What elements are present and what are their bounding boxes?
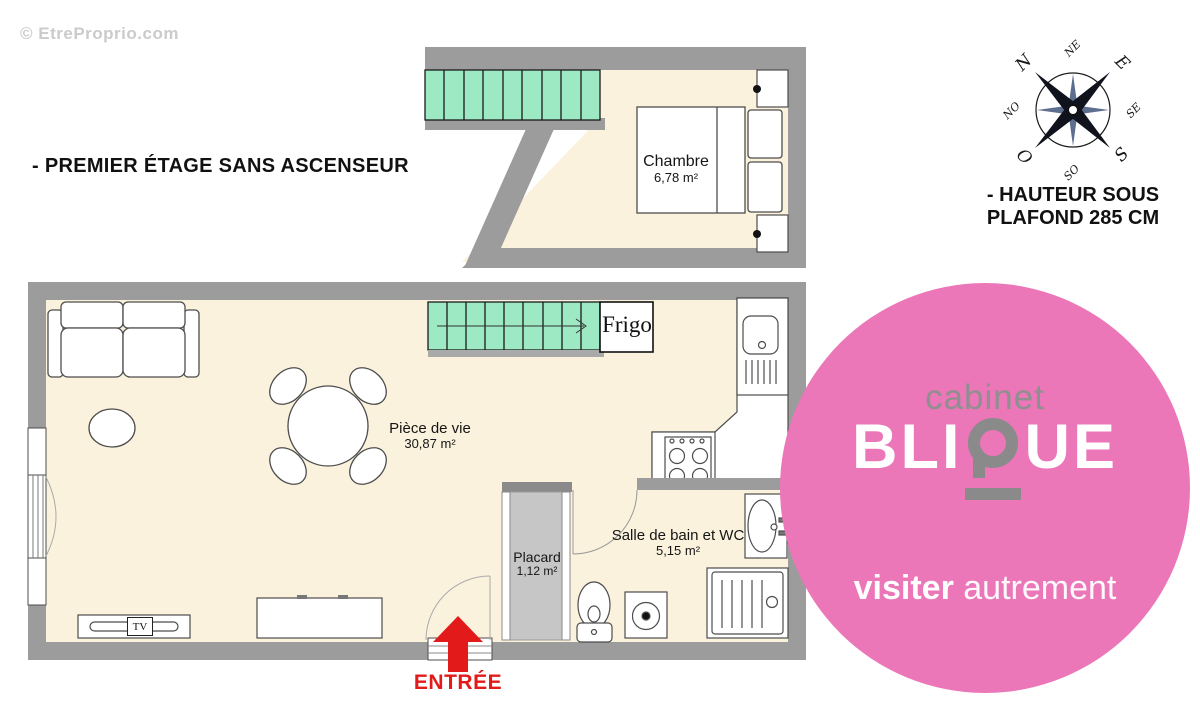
room-label-salle-de-bain: Salle de bain et WC 5,15 m² xyxy=(612,527,745,559)
wall-bathroom-top xyxy=(637,478,788,490)
fridge-label: Frigo xyxy=(602,312,652,337)
sofa xyxy=(47,301,200,378)
room-area: 6,78 m² xyxy=(653,170,699,186)
agency-logo: cabinet BLI UE visiter autrement xyxy=(780,283,1190,693)
wall-bottom-upper xyxy=(462,248,806,268)
washing-machine xyxy=(624,591,668,639)
sideboard xyxy=(256,595,383,639)
watermark: © EtreProprio.com xyxy=(20,24,179,43)
bed xyxy=(636,106,783,214)
logo-tagline: visiter autrement xyxy=(854,569,1117,608)
room-area: 1,12 m² xyxy=(516,564,558,579)
room-name: Salle de bain et WC xyxy=(611,527,745,544)
compass-ne: NE xyxy=(1061,38,1083,60)
logo-tagline-light: autrement xyxy=(963,569,1117,607)
room-label-placard: Placard 1,12 m² xyxy=(513,549,560,579)
lower-floor-plan xyxy=(27,282,806,672)
dining-table-and-chairs xyxy=(269,367,387,485)
entrance-arrow-icon xyxy=(433,616,483,672)
living-room-window xyxy=(27,427,57,606)
fridge xyxy=(599,301,654,353)
wall-top-upper xyxy=(425,47,806,70)
entrance-label: ENTRÉE xyxy=(413,671,503,694)
compass-e: E xyxy=(1110,51,1134,75)
room-name: Chambre xyxy=(643,153,709,170)
compass-so: SO xyxy=(1061,162,1082,183)
logo-brand-name: BLI UE xyxy=(852,416,1118,512)
coffee-table xyxy=(88,408,136,448)
toilet xyxy=(576,581,613,643)
room-name: Pièce de vie xyxy=(389,420,471,437)
shower xyxy=(706,567,789,639)
stairs-lower-edge xyxy=(428,350,604,357)
wall-diagonal-upper xyxy=(464,120,558,268)
compass-no: NO xyxy=(1000,99,1023,122)
wall-top-lower xyxy=(28,282,806,300)
stairs-upper xyxy=(424,69,601,121)
logo-brand-left: BLI xyxy=(851,412,963,482)
logo-brand-right: UE xyxy=(1024,412,1119,482)
room-name: Placard xyxy=(513,549,561,565)
logo-tagline-bold: visiter xyxy=(853,569,954,607)
ceiling-height-line2: PLAFOND 285 CM xyxy=(986,207,1160,229)
room-label-chambre: Chambre 6,78 m² xyxy=(643,153,709,186)
room-area: 30,87 m² xyxy=(404,436,456,452)
ceiling-height-note: - HAUTEUR SOUS PLAFOND 285 CM xyxy=(953,184,1193,230)
compass-se: SE xyxy=(1124,101,1144,121)
stove xyxy=(651,431,716,488)
closet xyxy=(501,482,572,641)
compass-rose-icon: N E S O NE SE SO NO xyxy=(1000,38,1144,183)
washbasin xyxy=(744,493,789,559)
bathroom-door xyxy=(572,489,638,555)
room-label-piece-de-vie: Pièce de vie 30,87 m² xyxy=(389,420,471,452)
logo-top-word: cabinet xyxy=(925,378,1045,417)
wall-under-stairs-upper xyxy=(425,118,605,130)
room-area: 5,15 m² xyxy=(655,543,701,559)
compass-n: N xyxy=(1011,50,1037,76)
compass-s: S xyxy=(1111,144,1133,166)
page-title: - PREMIER ÉTAGE SANS ASCENSEUR xyxy=(32,155,409,177)
upper-floor-plan xyxy=(424,47,806,268)
bedroom-windows xyxy=(753,69,789,253)
tv-label: TV xyxy=(127,617,153,636)
ceiling-height-line1: - HAUTEUR SOUS xyxy=(986,184,1160,206)
logo-q-icon xyxy=(965,418,1022,500)
wall-right-upper xyxy=(788,47,806,268)
wall-bottom-lower xyxy=(28,642,806,660)
stairs-direction-arrow xyxy=(437,318,587,334)
compass-o: O xyxy=(1012,145,1036,169)
